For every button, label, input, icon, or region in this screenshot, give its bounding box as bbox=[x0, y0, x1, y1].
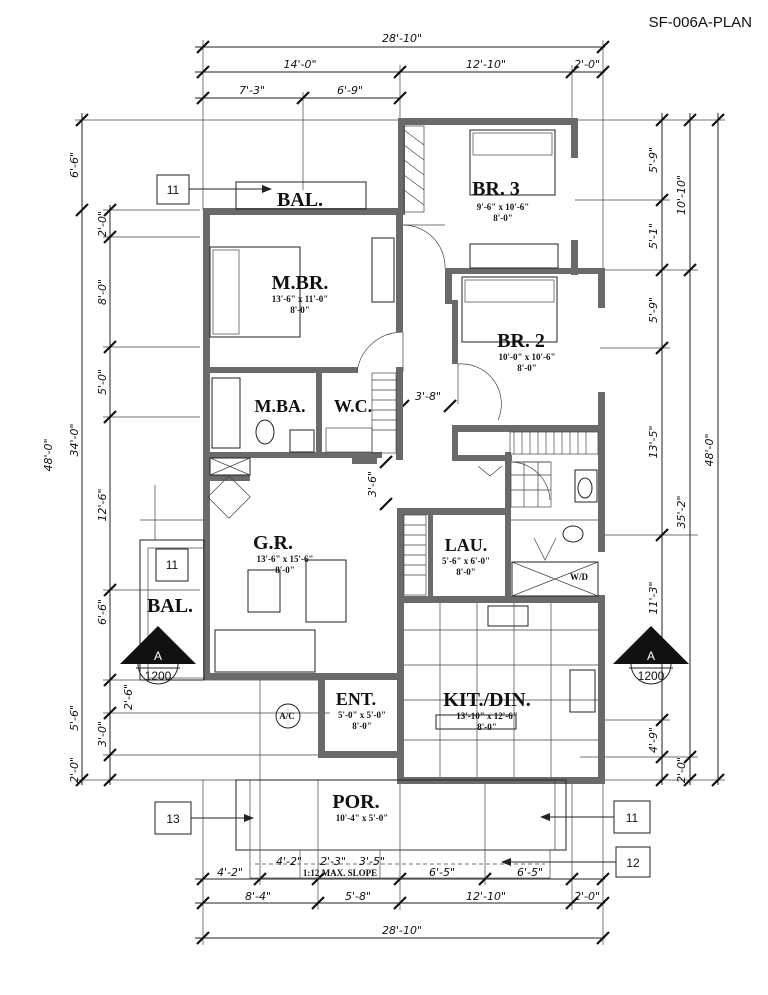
dim-top: 14'-0" bbox=[283, 58, 316, 71]
mbr-ceiling: 8'-0" bbox=[290, 305, 310, 315]
dim-right: 4'-9" bbox=[647, 727, 660, 753]
kit-label: KIT./DIN. bbox=[443, 689, 530, 711]
dim-left: 12'-6" bbox=[96, 488, 109, 521]
tag-number: 12 bbox=[626, 856, 640, 870]
gr-ceiling: 8'-0" bbox=[275, 565, 295, 575]
dim-bottom-overall: 28'-10" bbox=[382, 924, 422, 937]
dim-left-overall: 34'-0" bbox=[68, 423, 81, 456]
br2-ceiling: 8'-0" bbox=[517, 363, 537, 373]
dimension-text-left: 6'-6" 2'-0" 8'-0" 5'-0" 12'-6" 6'-6" 2'-… bbox=[42, 152, 135, 783]
dim-bottom: 12'-10" bbox=[466, 890, 506, 903]
dim-left: 8'-0" bbox=[96, 279, 109, 305]
por-label: POR. bbox=[332, 791, 379, 813]
dim-right: 11'-3" bbox=[647, 581, 660, 614]
elevation-tag: 11 bbox=[156, 174, 272, 205]
section-sheet: 1200 bbox=[638, 669, 665, 683]
dim-bottom: 4'-2" bbox=[276, 855, 302, 868]
por-size: 10'-4" x 5'-0" bbox=[336, 813, 389, 823]
dim-right-overall: 48'-0" bbox=[703, 433, 716, 466]
dim-bottom: 5'-8" bbox=[345, 890, 371, 903]
dim-left: 6'-6" bbox=[68, 152, 81, 178]
dim-right: 35'-2" bbox=[675, 495, 688, 528]
br3-label: BR. 3 bbox=[472, 178, 520, 200]
dimension-text-right: 5'-9" 5'-1" 10'-10" 5'-9" 13'-5" 11'-3" … bbox=[647, 147, 716, 783]
wd-label: W/D bbox=[570, 572, 589, 582]
br2-size: 10'-0" x 10'-6" bbox=[499, 352, 556, 362]
dim-right: 5'-9" bbox=[647, 147, 660, 173]
hall-width-dim: 3'-8" bbox=[415, 390, 441, 403]
dim-left: 5'-6" bbox=[68, 705, 81, 731]
dim-top: 2'-0" bbox=[574, 58, 600, 71]
tag-number: 11 bbox=[626, 811, 639, 825]
dim-bottom: 2'-3" bbox=[320, 855, 346, 868]
mbr-size: 13'-6" x 11'-0" bbox=[272, 294, 329, 304]
tag-number: 11 bbox=[166, 558, 179, 572]
section-marker-right: A 1200 bbox=[613, 626, 689, 685]
lau-label: LAU. bbox=[445, 535, 488, 555]
ramp-slope-label: 1:12 MAX. SLOPE bbox=[303, 868, 377, 878]
dimension-ticks bbox=[75, 40, 725, 945]
section-sheet: 1200 bbox=[145, 669, 172, 683]
ac-label: A/C bbox=[279, 711, 295, 721]
dim-bottom: 8'-4" bbox=[245, 890, 271, 903]
kit-ceiling: 8'-0" bbox=[477, 722, 497, 732]
dim-left: 6'-6" bbox=[96, 599, 109, 625]
plan-code: SF-006A-PLAN bbox=[648, 14, 752, 31]
dim-bottom: 3'-5" bbox=[359, 855, 385, 868]
dim-right: 13'-5" bbox=[647, 425, 660, 458]
dimension-text-top: 28'-10" 14'-0" 12'-10" 2'-0" 7'-3" 6'-9" bbox=[239, 32, 600, 97]
dim-top: 6'-9" bbox=[337, 84, 363, 97]
dim-right: 5'-9" bbox=[647, 297, 660, 323]
gr-label: G.R. bbox=[253, 532, 293, 554]
elevation-tag: 11 bbox=[155, 548, 189, 582]
wc-label: W.C. bbox=[334, 396, 372, 416]
kit-size: 13'-10" x 12'-6" bbox=[456, 711, 518, 721]
walls bbox=[203, 118, 605, 784]
furniture bbox=[207, 129, 599, 777]
tag-number: 11 bbox=[167, 183, 180, 197]
dim-bottom: 6'-5" bbox=[517, 866, 543, 879]
dim-right: 10'-10" bbox=[675, 175, 688, 215]
dim-bottom: 4'-2" bbox=[217, 866, 243, 879]
dim-bottom: 6'-5" bbox=[429, 866, 455, 879]
ent-size: 5'-0" x 5'-0" bbox=[338, 710, 386, 720]
dim-top-overall: 28'-10" bbox=[382, 32, 422, 45]
hall-height-dim: 3'-6" bbox=[366, 471, 379, 497]
section-letter: A bbox=[154, 649, 162, 663]
door-swings bbox=[356, 224, 598, 561]
dim-top: 7'-3" bbox=[239, 84, 265, 97]
dim-right: 2'-0" bbox=[675, 757, 688, 783]
mba-label: M.BA. bbox=[255, 396, 306, 416]
dim-left: 2'-6" bbox=[122, 684, 135, 710]
elevation-tag: 12 bbox=[501, 846, 651, 878]
dimension-text-bottom: 4'-2" 4'-2" 2'-3" 3'-5" 6'-5" 6'-5" 8'-4… bbox=[217, 855, 600, 937]
dim-top: 12'-10" bbox=[466, 58, 506, 71]
br3-size: 9'-6" x 10'-6" bbox=[477, 202, 530, 212]
gr-size: 13'-6" x 15'-6" bbox=[257, 554, 314, 564]
balcony-top-label: BAL. bbox=[277, 189, 323, 211]
dim-left-overall: 48'-0" bbox=[42, 438, 55, 471]
br2-label: BR. 2 bbox=[497, 330, 545, 352]
dim-right: 5'-1" bbox=[647, 223, 660, 249]
br3-ceiling: 8'-0" bbox=[493, 213, 513, 223]
ramp bbox=[249, 849, 551, 879]
dim-left: 2'-0" bbox=[68, 757, 81, 783]
ent-ceiling: 8'-0" bbox=[352, 721, 372, 731]
elevation-tag: 13 bbox=[154, 801, 254, 835]
balcony-left-label: BAL. bbox=[147, 595, 193, 617]
section-letter: A bbox=[647, 649, 655, 663]
dim-left: 5'-0" bbox=[96, 369, 109, 395]
dim-bottom: 2'-0" bbox=[574, 890, 600, 903]
tag-number: 13 bbox=[166, 812, 180, 826]
ent-label: ENT. bbox=[336, 689, 376, 709]
section-marker-left: A 1200 bbox=[120, 626, 196, 685]
dim-left: 3'-0" bbox=[96, 721, 109, 747]
mbr-label: M.BR. bbox=[272, 272, 329, 294]
elevation-tag: 11 bbox=[540, 800, 651, 834]
closets bbox=[325, 125, 599, 596]
lau-ceiling: 8'-0" bbox=[456, 567, 476, 577]
dim-left: 2'-0" bbox=[96, 211, 109, 237]
lau-size: 5'-6" x 6'-0" bbox=[442, 556, 490, 566]
